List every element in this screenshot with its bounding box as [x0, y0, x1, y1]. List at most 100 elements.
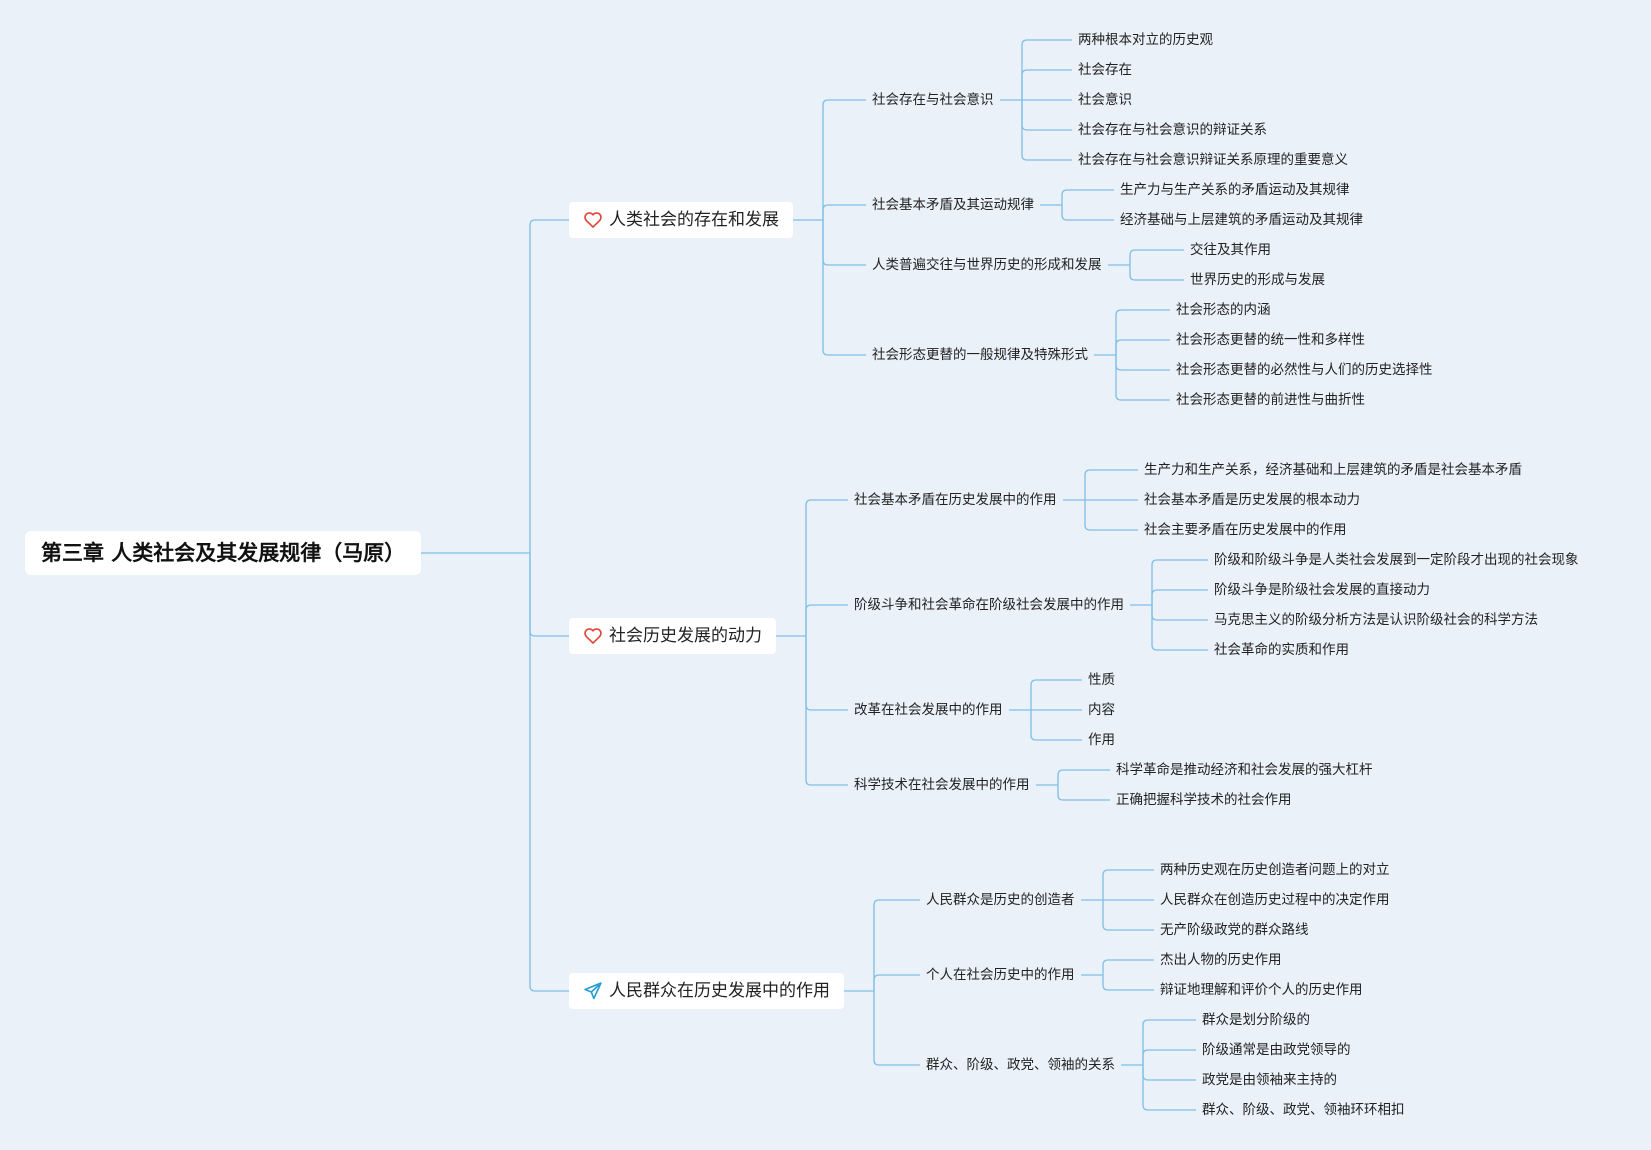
leaf-topic[interactable]: 经济基础与上层建筑的矛盾运动及其规律 [1120, 212, 1363, 228]
subtopic-2-1-link-0 [1084, 469, 1138, 500]
subtopic[interactable]: 人类普遍交往与世界历史的形成和发展 [872, 257, 1102, 273]
subtopic-1-2-link-0 [1061, 189, 1114, 205]
leaf-topic[interactable]: 社会形态的内涵 [1176, 302, 1271, 318]
leaf-topic[interactable]: 社会革命的实质和作用 [1214, 642, 1349, 658]
subtopic[interactable]: 个人在社会历史中的作用 [926, 967, 1075, 983]
leaf-topic[interactable]: 社会形态更替的必然性与人们的历史选择性 [1176, 362, 1433, 378]
leaf-topic[interactable]: 辩证地理解和评价个人的历史作用 [1160, 982, 1363, 998]
subtopic-1-1-link-4 [1021, 100, 1072, 161]
branch-label: 人类社会的存在和发展 [609, 210, 779, 230]
leaf-topic[interactable]: 阶级和阶级斗争是人类社会发展到一定阶段才出现的社会现象 [1214, 552, 1579, 568]
subtopic-3-3-link-1 [1142, 1049, 1196, 1065]
root-link-0 [529, 219, 569, 553]
subtopic-1-4-link-2 [1115, 355, 1170, 371]
branch-1-link-3 [822, 220, 866, 356]
leaf-topic[interactable]: 无产阶级政党的群众路线 [1160, 922, 1309, 938]
subtopic[interactable]: 改革在社会发展中的作用 [854, 702, 1003, 718]
subtopic-3-3-link-2 [1142, 1065, 1196, 1081]
leaf-topic[interactable]: 两种根本对立的历史观 [1078, 32, 1213, 48]
leaf-topic[interactable]: 世界历史的形成与发展 [1190, 272, 1325, 288]
branch-2-link-3 [805, 636, 848, 786]
subtopic-3-2-link-0 [1102, 959, 1154, 975]
subtopic[interactable]: 社会基本矛盾及其运动规律 [872, 197, 1034, 213]
subtopic-2-4-link-1 [1057, 785, 1110, 801]
subtopic-2-2-link-1 [1151, 589, 1208, 605]
branch-topic-3[interactable]: 人民群众在历史发展中的作用 [569, 973, 844, 1009]
leaf-topic[interactable]: 作用 [1088, 732, 1115, 748]
leaf-topic[interactable]: 科学革命是推动经济和社会发展的强大杠杆 [1116, 762, 1373, 778]
subtopic-1-3-link-1 [1129, 265, 1184, 281]
leaf-topic[interactable]: 政党是由领袖来主持的 [1202, 1072, 1337, 1088]
subtopic[interactable]: 社会存在与社会意识 [872, 92, 994, 108]
subtopic-2-2-link-0 [1151, 559, 1208, 605]
leaf-topic[interactable]: 社会形态更替的统一性和多样性 [1176, 332, 1365, 348]
branch-1-link-2 [822, 220, 866, 266]
leaf-topic[interactable]: 社会存在与社会意识辩证关系原理的重要意义 [1078, 152, 1348, 168]
leaf-topic[interactable]: 马克思主义的阶级分析方法是认识阶级社会的科学方法 [1214, 612, 1538, 628]
root-link-1 [529, 553, 569, 637]
leaf-topic[interactable]: 群众、阶级、政党、领袖环环相扣 [1202, 1102, 1405, 1118]
subtopic[interactable]: 群众、阶级、政党、领袖的关系 [926, 1057, 1115, 1073]
subtopic-2-3-link-2 [1030, 710, 1082, 741]
branch-3-link-1 [873, 974, 920, 991]
subtopic-1-1-link-1 [1021, 69, 1072, 100]
leaf-topic[interactable]: 内容 [1088, 702, 1115, 718]
subtopic[interactable]: 人民群众是历史的创造者 [926, 892, 1075, 908]
subtopic-3-3-link-0 [1142, 1019, 1196, 1065]
leaf-topic[interactable]: 杰出人物的历史作用 [1160, 952, 1282, 968]
subtopic[interactable]: 社会形态更替的一般规律及特殊形式 [872, 347, 1088, 363]
leaf-topic[interactable]: 性质 [1088, 672, 1115, 688]
branch-1-link-0 [822, 99, 866, 220]
leaf-topic[interactable]: 阶级通常是由政党领导的 [1202, 1042, 1351, 1058]
subtopic-2-2-link-2 [1151, 605, 1208, 621]
leaf-topic[interactable]: 生产力和生产关系，经济基础和上层建筑的矛盾是社会基本矛盾 [1144, 462, 1522, 478]
leaf-topic[interactable]: 社会存在 [1078, 62, 1132, 78]
subtopic-2-2-link-3 [1151, 605, 1208, 651]
leaf-topic[interactable]: 人民群众在创造历史过程中的决定作用 [1160, 892, 1390, 908]
branch-2-link-1 [805, 604, 848, 636]
subtopic-1-4-link-3 [1115, 355, 1170, 401]
branch-label: 人民群众在历史发展中的作用 [609, 981, 830, 1001]
root-link-2 [529, 553, 569, 992]
leaf-topic[interactable]: 群众是划分阶级的 [1202, 1012, 1310, 1028]
leaf-topic[interactable]: 生产力与生产关系的矛盾运动及其规律 [1120, 182, 1350, 198]
branch-topic-1[interactable]: 人类社会的存在和发展 [569, 202, 793, 238]
branch-3-link-2 [873, 991, 920, 1066]
subtopic[interactable]: 阶级斗争和社会革命在阶级社会发展中的作用 [854, 597, 1124, 613]
subtopic-3-3-link-3 [1142, 1065, 1196, 1111]
branch-3-link-0 [873, 899, 920, 991]
paper-plane-icon [584, 982, 602, 1000]
leaf-topic[interactable]: 阶级斗争是阶级社会发展的直接动力 [1214, 582, 1430, 598]
branch-1-link-1 [822, 204, 866, 220]
branch-label: 社会历史发展的动力 [609, 626, 762, 646]
subtopic-3-1-link-0 [1102, 869, 1154, 900]
leaf-topic[interactable]: 社会形态更替的前进性与曲折性 [1176, 392, 1365, 408]
root-topic[interactable]: 第三章 人类社会及其发展规律（马原） [25, 531, 422, 575]
subtopic-3-1-link-2 [1102, 900, 1154, 931]
leaf-topic[interactable]: 两种历史观在历史创造者问题上的对立 [1160, 862, 1390, 878]
subtopic-1-4-link-1 [1115, 339, 1170, 355]
leaf-topic[interactable]: 交往及其作用 [1190, 242, 1271, 258]
subtopic-2-4-link-0 [1057, 769, 1110, 785]
leaf-topic[interactable]: 正确把握科学技术的社会作用 [1116, 792, 1292, 808]
branch-2-link-0 [805, 499, 848, 636]
subtopic-2-1-link-2 [1084, 500, 1138, 531]
branch-2-link-2 [805, 636, 848, 711]
leaf-topic[interactable]: 社会意识 [1078, 92, 1132, 108]
subtopic-1-1-link-3 [1021, 100, 1072, 131]
subtopic-3-2-link-1 [1102, 975, 1154, 991]
leaf-topic[interactable]: 社会主要矛盾在历史发展中的作用 [1144, 522, 1347, 538]
branch-topic-2[interactable]: 社会历史发展的动力 [569, 618, 776, 654]
leaf-topic[interactable]: 社会存在与社会意识的辩证关系 [1078, 122, 1267, 138]
subtopic[interactable]: 社会基本矛盾在历史发展中的作用 [854, 492, 1057, 508]
subtopic-1-3-link-0 [1129, 249, 1184, 265]
heart-icon [584, 628, 602, 644]
leaf-topic[interactable]: 社会基本矛盾是历史发展的根本动力 [1144, 492, 1360, 508]
subtopic-1-4-link-0 [1115, 309, 1170, 355]
subtopic-1-1-link-0 [1021, 39, 1072, 100]
heart-icon [584, 212, 602, 228]
subtopic[interactable]: 科学技术在社会发展中的作用 [854, 777, 1030, 793]
subtopic-2-3-link-0 [1030, 679, 1082, 710]
subtopic-1-2-link-1 [1061, 205, 1114, 221]
